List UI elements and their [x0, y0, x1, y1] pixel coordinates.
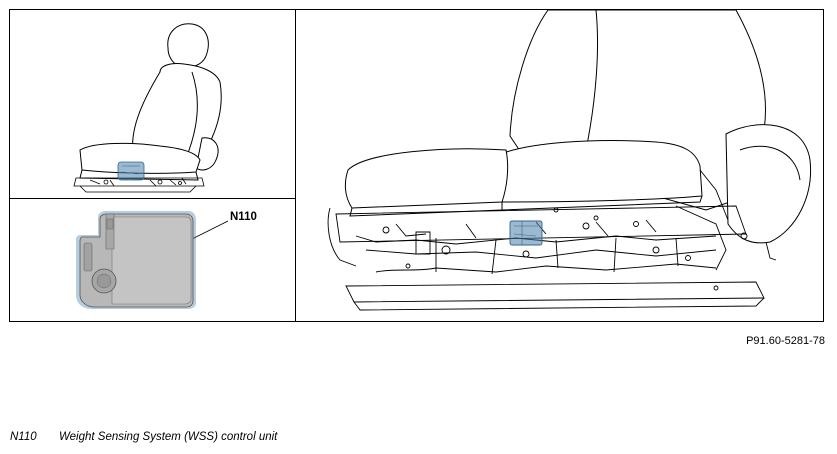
- seat-overview-icon: [73, 23, 222, 193]
- panel-divider-horizontal: [9, 198, 296, 199]
- legend-code: N110: [10, 431, 37, 443]
- legend-row: N110 Weight Sensing System (WSS) control…: [10, 431, 277, 443]
- callout-label: N110: [230, 211, 257, 223]
- seat-detail-icon: [327, 10, 812, 311]
- panel-divider-vertical: [295, 9, 296, 322]
- legend-description: Weight Sensing System (WSS) control unit: [59, 431, 278, 443]
- figure-identifier: P91.60-5281-78: [746, 335, 825, 347]
- control-unit-icon: [76, 211, 229, 309]
